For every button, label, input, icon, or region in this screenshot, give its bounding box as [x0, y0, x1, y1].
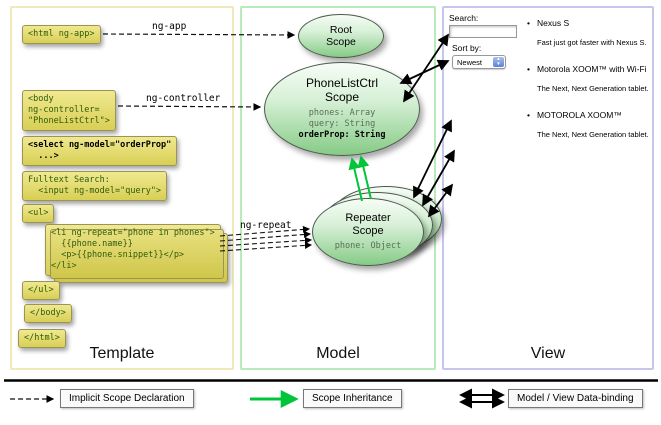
bullet-icon: • — [527, 64, 530, 74]
phonelistctrl-scope-props: phones: Array query: String — [308, 107, 376, 129]
code-ul-close: </ul> — [22, 281, 60, 301]
repeater-scope-title: Repeater Scope — [345, 212, 391, 237]
phone-name-text: Motorola XOOM™ with Wi-Fi — [537, 64, 647, 74]
legend-implicit-scope-declaration: Implicit Scope Declaration — [60, 389, 194, 408]
view-panel-label: View — [530, 345, 566, 362]
phone-name: • Motorola XOOM™ with Wi-Fi — [527, 64, 651, 74]
ng-repeat-label: ng-repeat — [240, 220, 292, 231]
code-body-open: <body ng-controller= "PhoneListCtrl"> — [22, 90, 116, 132]
bullet-icon: • — [527, 110, 530, 120]
code-html-open: <html ng-app> — [22, 25, 101, 45]
list-item: • Nexus S Fast just got faster with Nexu… — [527, 18, 651, 47]
code-li-repeat: <li ng-repeat="phone in phones"> {{phone… — [45, 224, 228, 284]
legend-double-arrow-icon — [459, 388, 505, 409]
select-up-icon: ▲ — [496, 56, 501, 62]
code-body-close: </body> — [24, 304, 72, 324]
code-fulltext-search: Fulltext Search: <input ng-model="query"… — [22, 171, 168, 202]
phone-name: • MOTOROLA XOOM™ — [527, 110, 651, 120]
repeater-scope-props: phone: Object — [334, 240, 402, 251]
repeater-scope-ellipse: Repeater Scope phone: Object — [312, 198, 424, 266]
sort-select[interactable]: Newest ▲ ▼ — [452, 55, 506, 69]
select-down-icon: ▼ — [496, 61, 501, 66]
ng-controller-label: ng-controller — [146, 93, 221, 104]
phone-list: • Nexus S Fast just got faster with Nexu… — [527, 18, 651, 156]
root-scope-title: Root Scope — [326, 23, 356, 48]
select-arrows-icon: ▲ ▼ — [493, 57, 504, 67]
phone-snippet: Fast just got faster with Nexus S. — [537, 38, 647, 47]
legend-model-view-data-binding: Model / View Data-binding — [508, 389, 643, 408]
sort-select-value: Newest — [457, 57, 483, 67]
template-panel-label: Template — [89, 345, 155, 362]
model-panel-label: Model — [316, 345, 360, 362]
bullet-icon: • — [527, 18, 530, 28]
phone-name-text: Nexus S — [537, 18, 570, 28]
list-item: • MOTOROLA XOOM™ The Next, Next Generati… — [527, 110, 651, 139]
root-scope-ellipse: Root Scope — [298, 14, 384, 58]
phone-name: • Nexus S — [527, 18, 651, 28]
phonelistctrl-scope-orderprop: orderProp: String — [298, 129, 386, 140]
list-item: • Motorola XOOM™ with Wi-Fi The Next, Ne… — [527, 64, 651, 93]
code-html-close: </html> — [18, 329, 66, 349]
phone-snippet: The Next, Next Generation tablet. — [537, 130, 649, 139]
legend-scope-inheritance: Scope Inheritance — [303, 389, 402, 408]
phonelistctrl-scope-ellipse: PhoneListCtrl Scope phones: Array query:… — [264, 62, 420, 156]
code-ul-open: <ul> — [22, 204, 55, 224]
phone-snippet: The Next, Next Generation tablet. — [537, 84, 649, 93]
sort-by-label: Sort by: — [452, 43, 482, 53]
phonelistctrl-scope-title: PhoneListCtrl Scope — [305, 76, 379, 104]
phone-name-text: MOTOROLA XOOM™ — [537, 110, 622, 120]
ng-app-label: ng-app — [152, 21, 187, 32]
code-select: <select ng-model="orderProp" ...> — [22, 136, 178, 167]
search-input[interactable] — [449, 25, 517, 38]
search-label: Search: — [449, 13, 479, 23]
